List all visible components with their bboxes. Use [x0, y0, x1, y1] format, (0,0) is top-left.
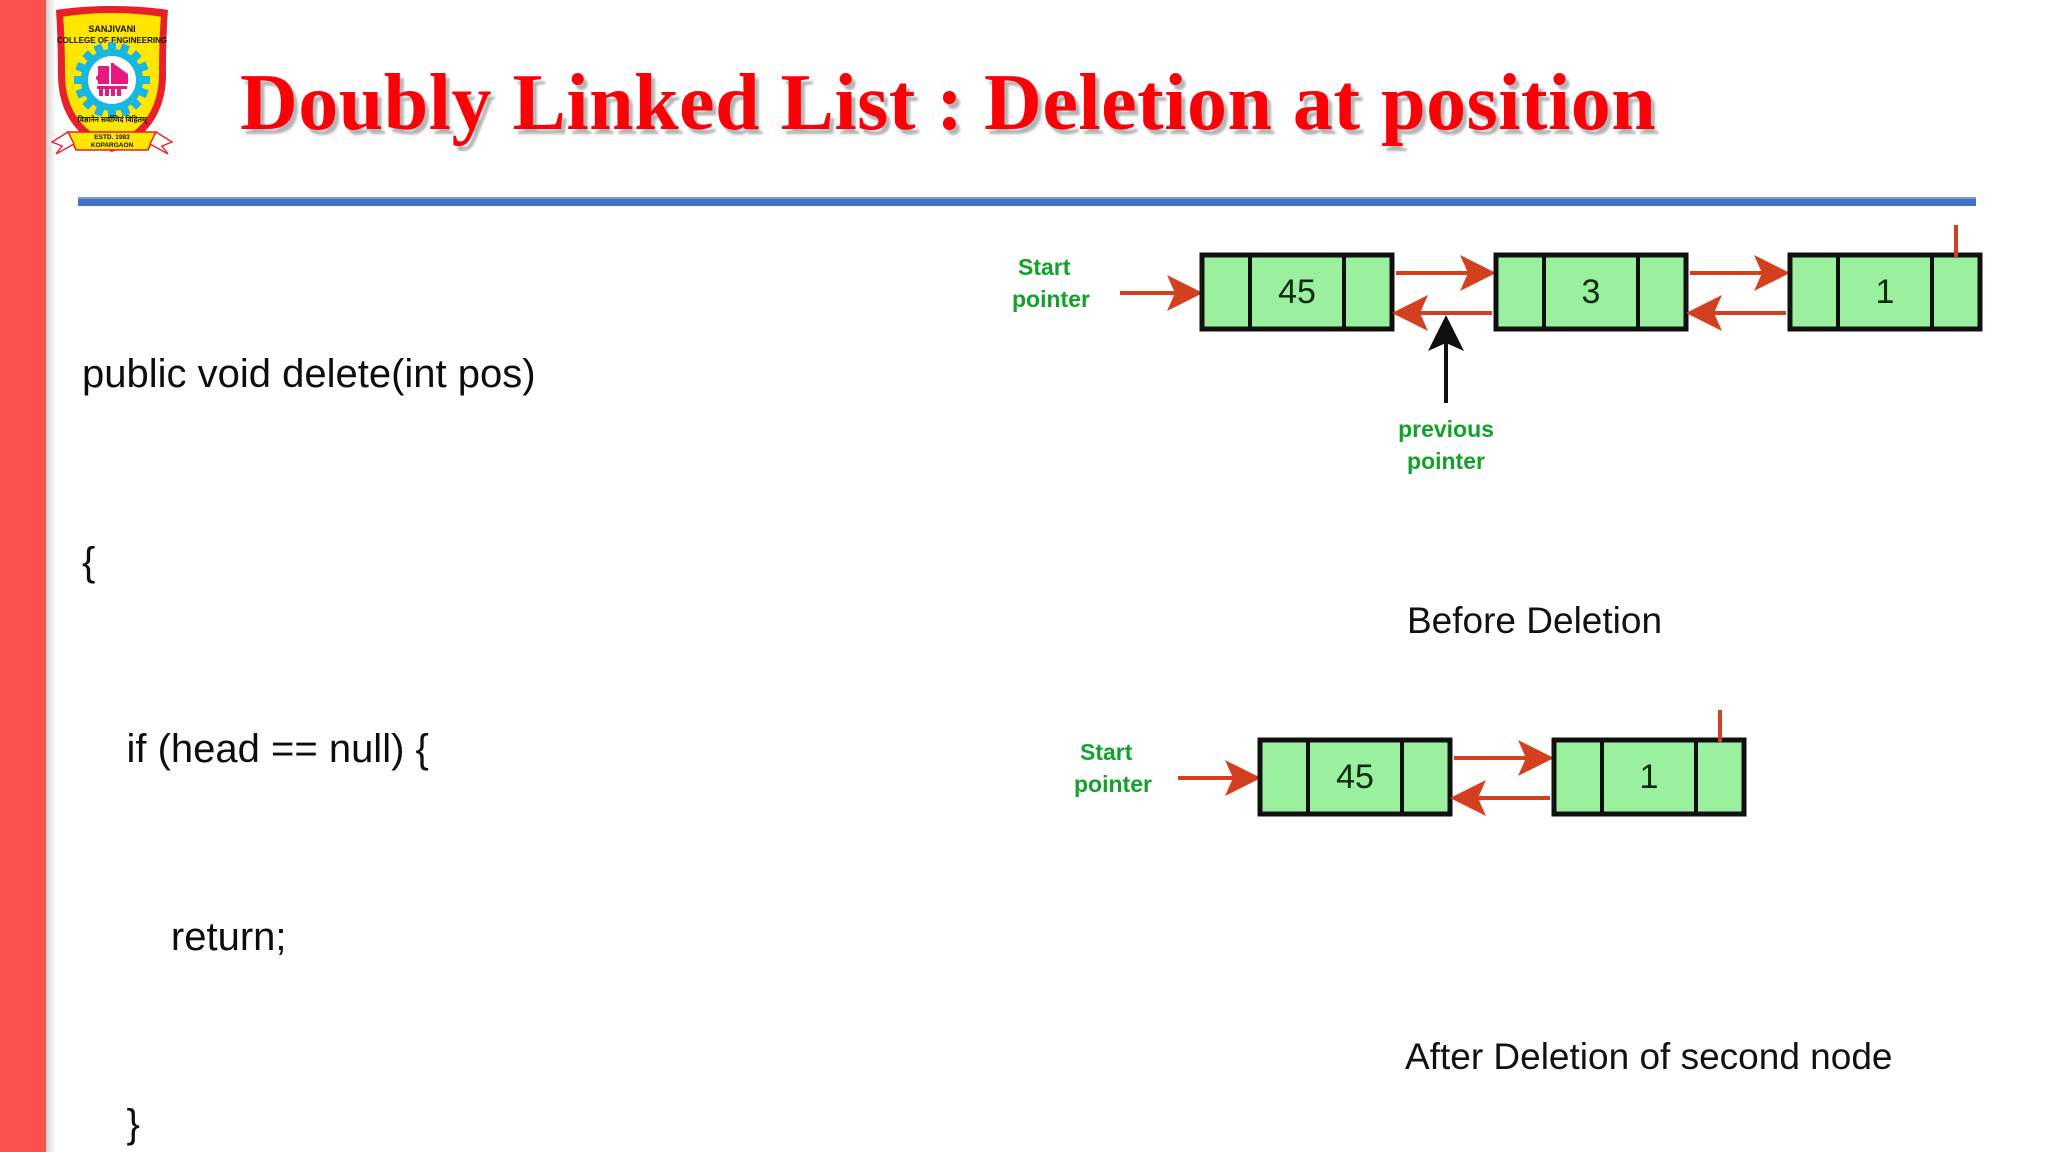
start-pointer-label-line1: Start	[1018, 254, 1071, 280]
node-box: 1	[1551, 737, 1747, 817]
code-line: public void delete(int pos)	[82, 352, 536, 396]
svg-text:SANJIVANI: SANJIVANI	[88, 24, 135, 34]
code-line: return;	[82, 914, 287, 959]
code-block: public void delete(int pos) { if (head =…	[82, 218, 962, 1152]
code-line: }	[82, 1102, 140, 1146]
node-value: 3	[1582, 273, 1601, 311]
slide-title: Doubly Linked List : Deletion at positio…	[240, 59, 1657, 147]
start-pointer-label-line2: pointer	[1074, 771, 1152, 797]
node-box: 3	[1493, 252, 1689, 332]
college-logo: SANJIVANI COLLEGE OF ENGINEERING	[48, 4, 176, 156]
node-value: 1	[1876, 273, 1895, 311]
node-value: 45	[1336, 758, 1374, 796]
start-pointer-label-line2: pointer	[1012, 286, 1090, 312]
title-divider	[78, 197, 1976, 206]
diagram-after-deletion: Start pointer 45 1 Nul	[1070, 641, 2020, 970]
node-box: 1	[1787, 252, 1983, 332]
caption-before-deletion: Before Deletion	[1407, 600, 1663, 641]
diagram-before-deletion: Start pointer 45 3	[1010, 156, 2020, 545]
svg-text:विज्ञानेन सर्वाणिदं विहितम्: विज्ञानेन सर्वाणिदं विहितम्	[77, 115, 149, 125]
node-value: 1	[1640, 758, 1659, 796]
previous-pointer-label-line2: pointer	[1407, 448, 1485, 474]
left-accent-bar	[0, 0, 46, 1152]
left-accent-bar-shadow	[46, 0, 56, 1152]
node-box: 45	[1199, 252, 1395, 332]
caption-after-deletion: After Deletion of second node	[1405, 1036, 1893, 1077]
svg-text:KOPARGAON: KOPARGAON	[91, 142, 134, 149]
start-pointer-label-line1: Start	[1080, 739, 1133, 765]
node-value: 45	[1278, 273, 1316, 311]
code-line: if (head == null) {	[82, 727, 429, 771]
node-box: 45	[1257, 737, 1453, 817]
code-line: {	[82, 539, 96, 584]
svg-text:ESTD. 1983: ESTD. 1983	[94, 134, 130, 141]
svg-text:COLLEGE OF ENGINEERING: COLLEGE OF ENGINEERING	[57, 36, 167, 45]
previous-pointer-label-line1: previous	[1398, 416, 1494, 442]
